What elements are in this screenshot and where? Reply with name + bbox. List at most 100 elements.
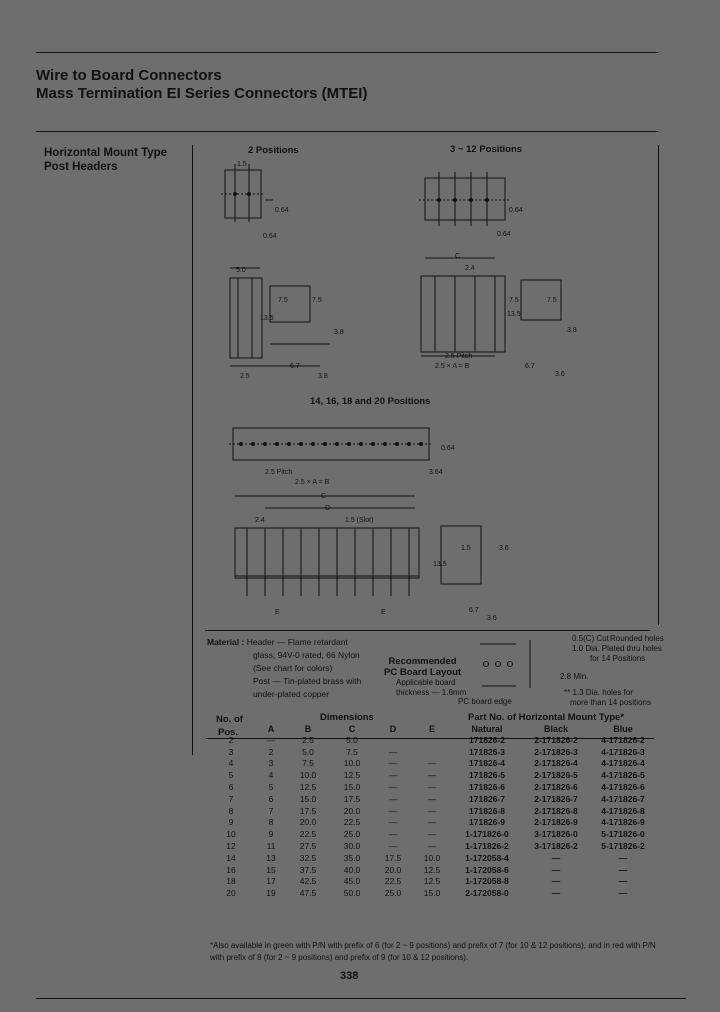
sidebar-heading: Horizontal Mount Type Post Headers <box>44 146 167 174</box>
table-cell: 18 <box>226 876 236 887</box>
page-number: 338 <box>340 970 359 982</box>
table-cell: 14 <box>226 852 236 863</box>
table-cell: 2-172058-0 <box>465 888 509 899</box>
table-cell: — <box>388 829 398 840</box>
svg-text:13.5: 13.5 <box>260 315 274 322</box>
svg-text:3.64: 3.64 <box>429 469 443 476</box>
table-cell: 35.0 <box>343 852 361 863</box>
table-cell: 1-172058-6 <box>465 864 509 875</box>
label-2-positions: 2 Positions <box>248 145 299 156</box>
pcb-title: Recommended PC Board Layout <box>384 656 461 678</box>
svg-text:0.64: 0.64 <box>497 231 511 238</box>
table-cell: — <box>427 841 437 852</box>
svg-text:E: E <box>275 609 280 616</box>
table-cell <box>412 746 452 758</box>
svg-text:C: C <box>321 493 326 500</box>
table-cell: 25.0 <box>384 888 402 899</box>
table-cell: 4-171826-3 <box>601 746 645 757</box>
page-title: Wire to Board Connectors <box>36 67 222 84</box>
table-cell: 20 <box>226 888 236 899</box>
table-cell: 2 <box>228 734 234 745</box>
pcb-applicable-1: Applicable board <box>396 678 456 687</box>
table-cell: 4 <box>268 770 274 781</box>
table-cell: 5.0 <box>346 734 358 745</box>
table-cell: 17 <box>266 876 276 887</box>
drawing-2pos-side: 5.0 7.5 7.5 13.5 3.8 2.5 6.7 3.8 <box>229 267 344 380</box>
pcb-title-1: Recommended <box>388 656 457 667</box>
table-header-rule <box>206 738 654 739</box>
table-cell: 4-171826-5 <box>601 770 645 781</box>
svg-text:2.5: 2.5 <box>240 373 250 380</box>
table-cell: 22.5 <box>299 829 317 840</box>
table-cell: 10 <box>226 829 236 840</box>
footnote: *Also available in green with P/N with p… <box>210 941 656 962</box>
table-cell: 4-171826-7 <box>601 793 645 804</box>
table-cell: — <box>551 852 561 863</box>
col-natural: Natural <box>471 724 503 734</box>
table-cell: — <box>618 864 628 875</box>
table-cell: 17.5 <box>384 852 402 863</box>
svg-text:D: D <box>325 505 330 512</box>
col-black: Black <box>543 724 569 734</box>
col-d: D <box>389 724 397 734</box>
table-cell: 171826-9 <box>469 817 505 828</box>
table-cell: 2-171826-7 <box>534 793 578 804</box>
table-cell: — <box>388 758 398 769</box>
col-e: E <box>428 724 435 734</box>
table-cell: — <box>388 841 398 852</box>
table-cell: 4 <box>228 758 234 769</box>
table-cell: 7.5 <box>302 758 314 769</box>
col-b: B <box>304 724 312 734</box>
table-cell: 11 <box>266 841 276 852</box>
table-cell: 12.5 <box>423 876 441 887</box>
table-cell: — <box>427 805 437 816</box>
table-cell: 4-171826-8 <box>601 805 645 816</box>
table-cell: 4-171826-6 <box>601 782 645 793</box>
table-cell: — <box>388 770 398 781</box>
sidebar-divider <box>192 145 193 755</box>
pcb-dim-2-8: 2.8 Min. <box>560 672 589 681</box>
table-cell: 2-171826-5 <box>534 770 578 781</box>
table-cell: 2-171826-4 <box>534 758 578 769</box>
table-cell: 42.5 <box>299 876 317 887</box>
table-cell: 5.0 <box>302 746 314 757</box>
table-cell: — <box>427 758 437 769</box>
title-rule <box>36 131 658 132</box>
material-block: Material : Header — Flame retardant glas… <box>207 636 387 701</box>
table-cell: 7 <box>228 793 234 804</box>
table-cell: 16 <box>226 864 236 875</box>
table-cell: 47.5 <box>299 888 317 899</box>
table-cell: 8 <box>268 817 274 828</box>
table-cell: 171826-6 <box>469 782 505 793</box>
table-cell: 20.0 <box>299 817 317 828</box>
svg-text:6.7: 6.7 <box>525 363 535 370</box>
svg-text:3.6: 3.6 <box>487 615 497 621</box>
table-cell: 171826-2 <box>469 734 505 745</box>
table-cell: 2-171826-2 <box>534 734 578 745</box>
material-header: Header — Flame retardant <box>246 637 348 647</box>
table-cell: 5-171826-2 <box>601 841 645 852</box>
dimensions-header: Dimensions <box>320 712 374 723</box>
col-no-1: No. of <box>216 714 243 725</box>
svg-text:13.5: 13.5 <box>433 561 447 568</box>
svg-text:C: C <box>455 253 460 260</box>
table-cell: 3-171826-0 <box>534 829 578 840</box>
pcb-note-bottom-1: ** 1.3 Dia. holes for <box>564 688 633 697</box>
table-cell: 10.0 <box>423 852 441 863</box>
table-cell: 17.5 <box>343 793 361 804</box>
table-cell: 40.0 <box>343 864 361 875</box>
top-rule <box>36 52 658 53</box>
table-cell: — <box>388 793 398 804</box>
table-cell: — <box>551 888 561 899</box>
table-cell: 3 <box>228 746 234 757</box>
svg-text:2.5 × A = B: 2.5 × A = B <box>435 363 470 370</box>
table-cell: 20.0 <box>384 864 402 875</box>
table-cell: 19 <box>266 888 276 899</box>
table-cell: — <box>551 876 561 887</box>
pcb-layout-drawing <box>480 640 531 688</box>
